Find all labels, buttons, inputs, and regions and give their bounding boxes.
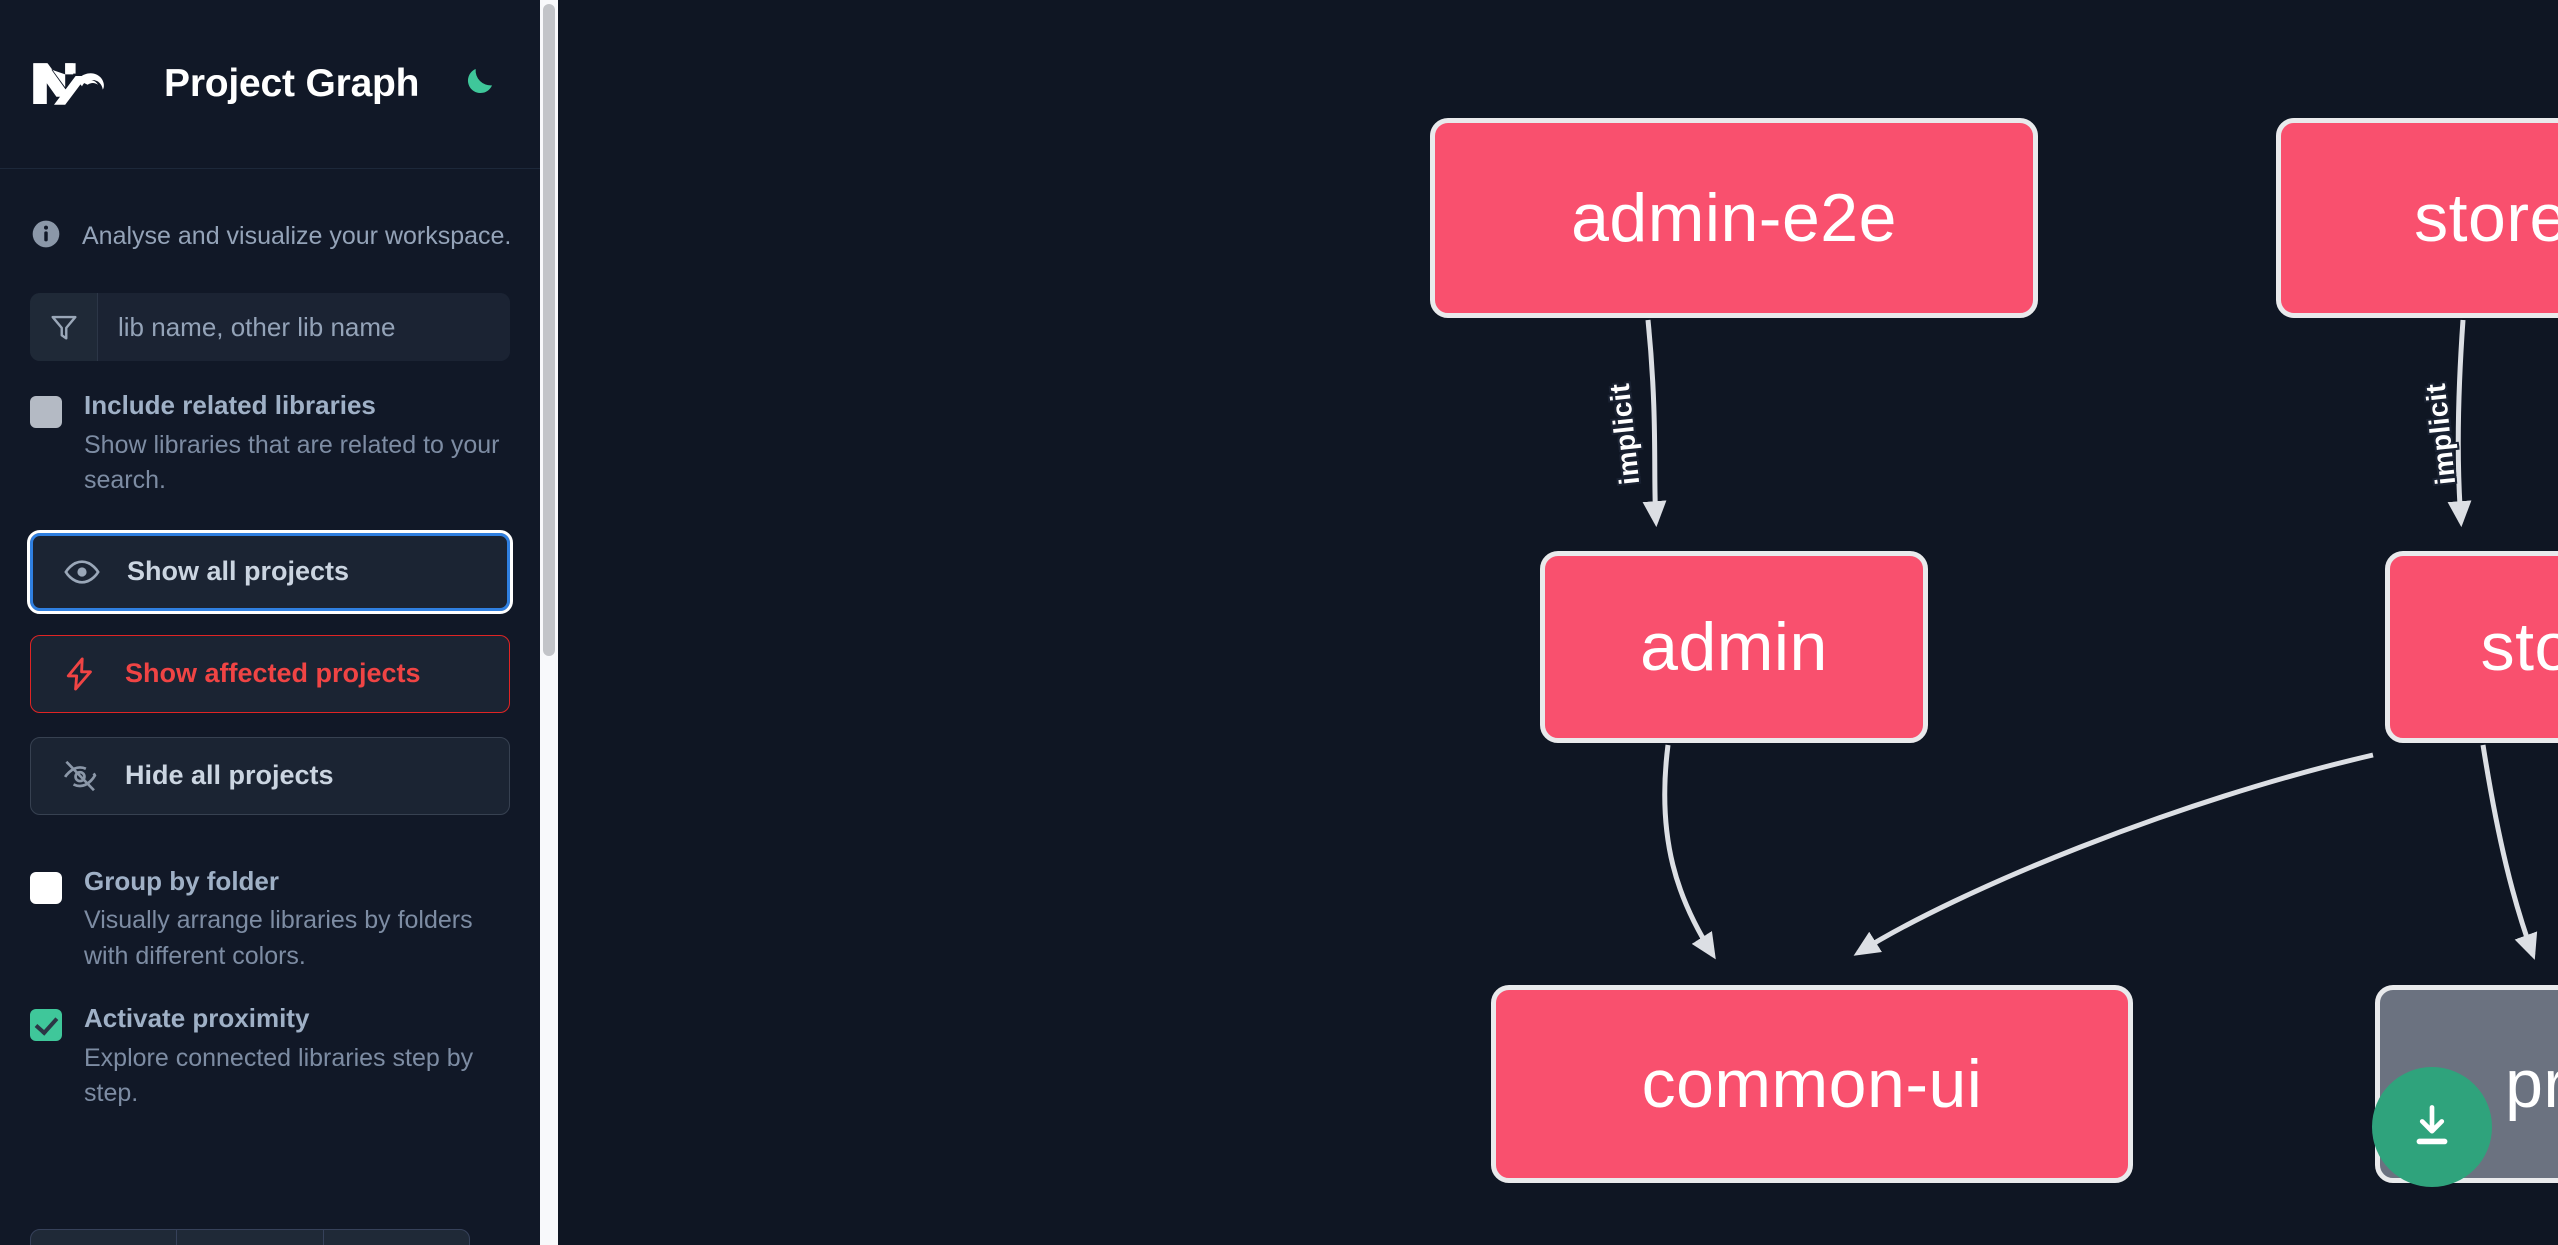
- option-activate-proximity[interactable]: Activate proximity Explore connected lib…: [30, 1004, 510, 1112]
- graph-canvas[interactable]: admin-e2e store-e2e admin store common-u…: [558, 0, 2558, 1245]
- option-description: Show libraries that are related to your …: [84, 430, 500, 495]
- sidebar: Project Graph Analyse and visualize yo: [0, 0, 558, 1245]
- sidebar-header: Project Graph: [0, 0, 540, 169]
- edge-store-common-ui: [1853, 752, 2374, 956]
- hide-all-projects-button[interactable]: Hide all projects: [30, 736, 510, 815]
- graph-node-common-ui[interactable]: common-ui: [1491, 985, 2133, 1183]
- checkbox-activate-proximity[interactable]: [30, 1009, 62, 1042]
- search-row: [30, 293, 510, 361]
- option-include-related-libraries[interactable]: Include related libraries Show libraries…: [30, 391, 510, 499]
- graph-node-admin-e2e[interactable]: admin-e2e: [1430, 118, 2038, 318]
- option-label: Group by folder: [84, 865, 279, 896]
- button-label: Hide all projects: [125, 760, 334, 791]
- edge-admin-common-ui: [1662, 744, 1716, 960]
- segment-3[interactable]: [324, 1230, 469, 1245]
- show-all-projects-button[interactable]: Show all projects: [27, 529, 513, 614]
- show-affected-projects-button[interactable]: Show affected projects: [30, 634, 510, 713]
- sidebar-body: Include related libraries Show libraries…: [0, 293, 540, 1112]
- eye-off-icon: [61, 757, 99, 795]
- edge-store-e2e-store: [2447, 319, 2472, 528]
- graph-node-store[interactable]: store: [2385, 551, 2558, 743]
- info-circle-icon: [30, 218, 62, 255]
- button-label: Show all projects: [127, 556, 350, 587]
- checkbox-include-related-libraries[interactable]: [30, 396, 62, 428]
- option-label: Activate proximity: [84, 1003, 310, 1034]
- edge-store-products: [2480, 744, 2538, 960]
- node-label: store: [2480, 609, 2558, 685]
- segment-1[interactable]: [31, 1230, 178, 1245]
- graph-node-store-e2e[interactable]: store-e2e: [2276, 118, 2558, 318]
- spacer: [30, 815, 510, 837]
- button-label: Show affected projects: [125, 658, 421, 689]
- segment-2[interactable]: [177, 1230, 324, 1245]
- sidebar-scrollbar[interactable]: [540, 0, 558, 1245]
- graph-node-admin[interactable]: admin: [1540, 551, 1928, 743]
- graph-edges: [1642, 319, 2538, 960]
- option-description: Visually arrange libraries by folders wi…: [84, 906, 473, 970]
- node-label: admin-e2e: [1571, 180, 1897, 256]
- moon-icon[interactable]: [455, 62, 499, 106]
- node-label: common-ui: [1641, 1046, 1983, 1122]
- node-label: store-e2e: [2414, 180, 2558, 256]
- eye-icon: [63, 553, 101, 591]
- sidebar-scroll-area: Project Graph Analyse and visualize yo: [0, 0, 540, 1245]
- bolt-icon: [61, 655, 99, 693]
- search-input[interactable]: [98, 293, 510, 361]
- filter-icon: [30, 293, 98, 361]
- sidebar-info: Analyse and visualize your workspace.: [0, 169, 540, 265]
- proximity-segmented-control[interactable]: [30, 1229, 470, 1245]
- download-button[interactable]: [2372, 1067, 2492, 1187]
- node-label: admin: [1640, 609, 1828, 685]
- download-icon: [2416, 1105, 2448, 1145]
- edge-admin-e2e-admin: [1642, 319, 1667, 528]
- option-label: Include related libraries: [84, 390, 376, 420]
- node-label: products: [2505, 1046, 2558, 1122]
- sidebar-scrollbar-thumb[interactable]: [543, 4, 555, 656]
- nx-logo-icon: [30, 58, 126, 110]
- checkbox-group-by-folder[interactable]: [30, 871, 62, 904]
- option-group-by-folder[interactable]: Group by folder Visually arrange librari…: [30, 865, 510, 975]
- option-description: Explore connected libraries step by step…: [84, 1043, 474, 1108]
- sidebar-info-text: Analyse and visualize your workspace.: [82, 221, 512, 250]
- page-title: Project Graph: [164, 62, 420, 105]
